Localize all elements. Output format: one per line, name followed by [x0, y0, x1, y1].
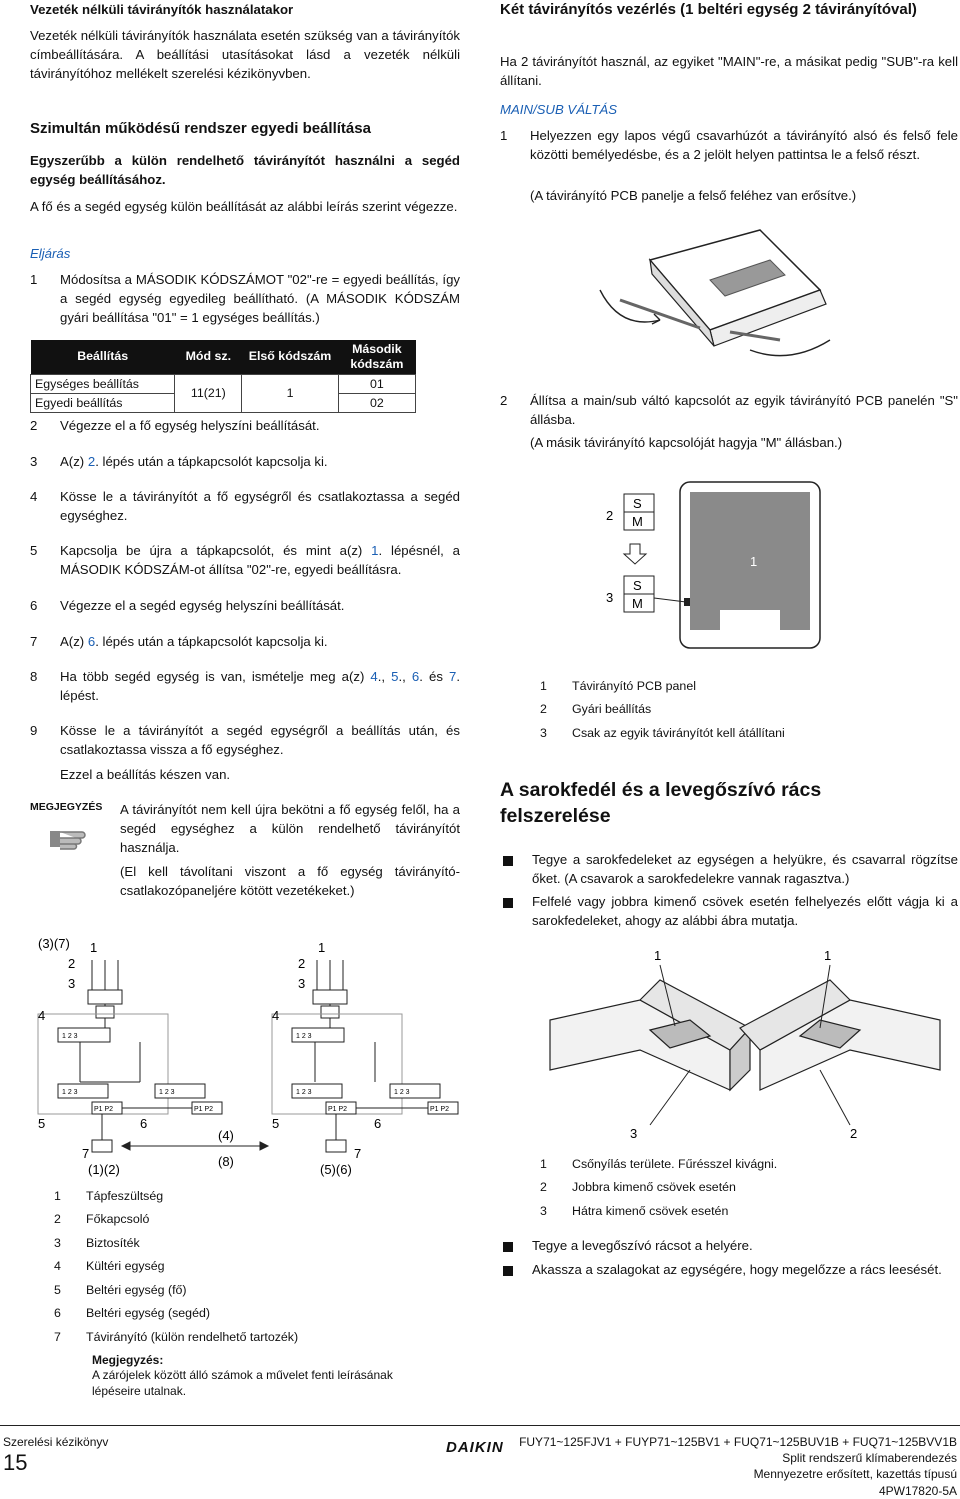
right-step-2-note: (A másik távirányító kapcsolóját hagyja …	[530, 435, 843, 450]
svg-text:P1 P2: P1 P2	[194, 1106, 213, 1113]
table-header: Első kódszám	[241, 340, 339, 375]
label-6: 6	[140, 1116, 147, 1131]
label-1b: 1	[318, 940, 325, 955]
svg-text:1: 1	[750, 554, 757, 569]
svg-text:M: M	[632, 514, 643, 529]
label-56: (5)(6)	[320, 1162, 352, 1177]
footer-right: FUY71~125FJV1 + FUYP71~125BV1 + FUQ71~12…	[517, 1434, 957, 1499]
big-title: A sarokfedél és a levegőszívó rács felsz…	[500, 779, 822, 828]
label-12: (1)(2)	[88, 1162, 120, 1177]
footer-code: 4PW17820-5A	[878, 1483, 957, 1498]
note-bottom-title: Megjegyzés:	[92, 1353, 164, 1367]
pointing-hand-icon	[50, 831, 86, 850]
daikin-logo: DAIKIN	[446, 1439, 504, 1456]
svg-text:1 2 3: 1 2 3	[394, 1089, 410, 1096]
label-2b: 2	[298, 956, 305, 971]
label-4p: (4)	[218, 1128, 234, 1143]
label-2: 2	[68, 956, 75, 971]
label-3: 3	[68, 976, 75, 991]
label-3b: 3	[298, 976, 305, 991]
svg-text:3: 3	[630, 1126, 637, 1141]
svg-text:1 2 3: 1 2 3	[159, 1089, 175, 1096]
svg-text:1 2 3: 1 2 3	[296, 1033, 312, 1040]
note-text-2: (El kell távolítani viszont a fő egység …	[120, 864, 460, 899]
note-bottom-text: A zárójelek között álló számok a művelet…	[92, 1368, 393, 1398]
svg-text:S: S	[633, 578, 642, 593]
footer-line2: Split rendszerű klímaberendezés	[782, 1451, 957, 1466]
footer-rule	[0, 1425, 960, 1426]
label-4b: 4	[272, 1008, 279, 1023]
footer-line3: Mennyezetre erősített, kazettás típusú	[753, 1467, 957, 1482]
heading-wireless: Vezeték nélküli távirányítók használatak…	[30, 2, 294, 17]
svg-text:1: 1	[654, 948, 661, 963]
section-title: Szimultán működésű rendszer egyedi beáll…	[30, 120, 371, 137]
remote-controller-illustration	[599, 229, 831, 357]
label-8p: (8)	[218, 1154, 234, 1169]
pcb-illustration: 2 3 1 S M S M	[606, 481, 821, 649]
svg-text:P1 P2: P1 P2	[328, 1106, 347, 1113]
bullet-text-4: Akassza a szalagokat az egységére, hogy …	[532, 1262, 942, 1277]
table-row: Egységes beállítás 11(21) 1 01	[29, 373, 417, 414]
svg-text:2: 2	[850, 1126, 857, 1141]
page-number: 15	[3, 1450, 28, 1475]
svg-text:1 2 3: 1 2 3	[296, 1089, 312, 1096]
footer-models: FUY71~125FJV1 + FUYP71~125BV1 + FUQ71~12…	[519, 1435, 957, 1449]
label-5b: 5	[272, 1116, 279, 1131]
bullet-icon	[503, 1266, 513, 1276]
table-header: Mód sz.	[174, 340, 242, 375]
mainsub-label: MAIN/SUB VÁLTÁS	[500, 102, 618, 117]
svg-text:1 2 3: 1 2 3	[62, 1033, 78, 1040]
label-37: (3)(7)	[38, 936, 70, 951]
bullet-text-1: Tegye a sarokfedeleket az egységen a hel…	[532, 852, 958, 887]
label-7b: 7	[354, 1146, 361, 1161]
settings-table: Beállítás Mód sz. Első kódszám Második k…	[29, 340, 417, 414]
svg-text:1: 1	[824, 948, 831, 963]
svg-text:3: 3	[606, 590, 613, 605]
label-7: 7	[82, 1146, 89, 1161]
svg-text:P1 P2: P1 P2	[94, 1106, 113, 1113]
label-4: 4	[38, 1008, 45, 1023]
label-6b: 6	[374, 1116, 381, 1131]
bullet-text-2: Felfelé vagy jobbra kimenő csövek esetén…	[532, 894, 958, 929]
para-wireless: Vezeték nélküli távirányítók használata …	[30, 28, 460, 82]
note-text-1: A távirányítót nem kell újra bekötni a f…	[120, 802, 460, 856]
procedure-label: Eljárás	[30, 246, 71, 261]
bullet-text-3: Tegye a levegőszívó rácsot a helyére.	[532, 1238, 753, 1253]
svg-text:S: S	[633, 496, 642, 511]
section-subtitle: Egyszerűbb a külön rendelhető távirányít…	[30, 153, 460, 188]
note-label: MEGJEGYZÉS	[30, 801, 103, 813]
svg-text:2: 2	[606, 508, 613, 523]
bullet-icon	[503, 898, 513, 908]
svg-text:P1 P2: P1 P2	[430, 1106, 449, 1113]
svg-text:1 2 3: 1 2 3	[62, 1089, 78, 1096]
bullet-icon	[503, 1242, 513, 1252]
right-intro: Ha 2 távirányítót használ, az egyiket "M…	[500, 54, 958, 89]
corner-cover-illustration: 1 1 3 2	[549, 948, 941, 1141]
label-1: 1	[90, 940, 97, 955]
table-header: Beállítás	[30, 340, 175, 375]
note-box: MEGJEGYZÉS	[30, 800, 110, 856]
svg-text:M: M	[632, 596, 643, 611]
footer-manual: Szerelési kézikönyv	[3, 1435, 109, 1449]
right-step-1-note: (A távirányító PCB panelje a felső feléh…	[530, 188, 857, 203]
label-5: 5	[38, 1116, 45, 1131]
section-intro: A fő és a segéd egység külön beállítását…	[30, 199, 458, 214]
bullet-icon	[503, 856, 513, 866]
right-title: Két távirányítós vezérlés (1 beltéri egy…	[500, 1, 917, 18]
table-row: Egyedi beállítás 02	[29, 392, 417, 414]
wiring-diagram: (3)(7) 1 2 3 4 5 6 7 (1)(2) (4) (8) 1 2 …	[37, 936, 459, 1177]
done-text: Ezzel a beállítás készen van.	[60, 767, 231, 782]
table-header: Második kódszám	[338, 340, 416, 375]
